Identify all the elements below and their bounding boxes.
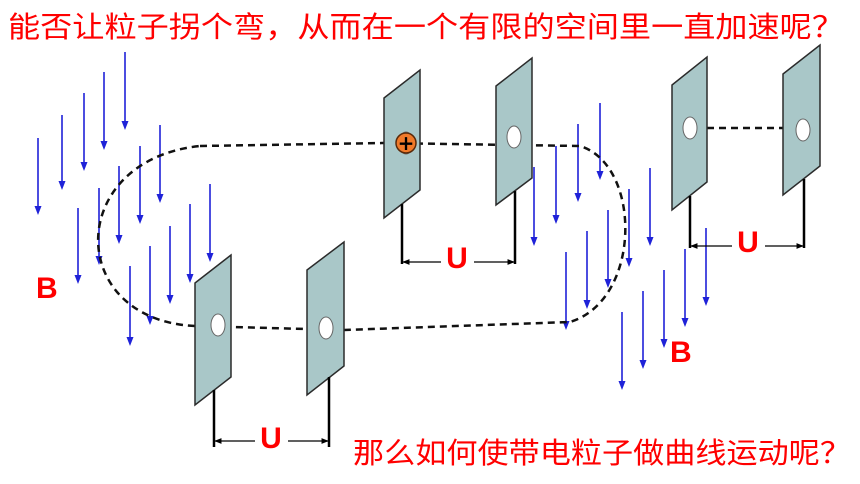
field-arrow-head: [206, 253, 214, 262]
magnetic-field-arrow: [681, 249, 689, 327]
magnetic-field-arrow: [206, 184, 214, 262]
magnetic-field-arrow: [530, 167, 538, 246]
magnetic-field-arrow: [625, 189, 633, 267]
field-arrow-head: [126, 337, 134, 346]
electrode-plate-3: [671, 55, 708, 248]
field-arrow-head: [186, 274, 194, 283]
magnetic-field-label-left: B: [36, 272, 58, 305]
field-arrow-head: [166, 295, 174, 304]
plate-hole: [506, 125, 522, 149]
field-arrow-head: [552, 215, 560, 224]
field-arrow-head: [530, 237, 538, 246]
magnetic-field-arrow: [583, 231, 591, 309]
magnetic-field-arrow: [58, 115, 66, 190]
magnetic-field-label-right: B: [670, 336, 692, 369]
field-arrow-head: [121, 121, 129, 130]
field-arrow-head: [596, 171, 604, 180]
magnetic-field-arrow: [74, 208, 82, 284]
field-arrow-head: [136, 215, 144, 224]
magnetic-field-arrow: [136, 146, 144, 224]
magnetic-field-arrow: [146, 246, 154, 325]
particle-trajectory-loop: [97, 141, 627, 332]
field-arrow-head: [100, 141, 108, 150]
field-arrow-head: [681, 318, 689, 327]
plate-hole: [795, 118, 811, 142]
field-arrow-head: [156, 194, 164, 203]
electrode-plate-2: [495, 56, 533, 264]
field-arrow-head: [660, 339, 668, 348]
voltage-label: U: [446, 242, 468, 275]
plate-hole: [682, 116, 698, 140]
magnetic-field-arrow: [186, 204, 194, 283]
voltage-dimension-top-middle: U: [402, 242, 515, 275]
magnetic-field-arrow: [80, 93, 88, 171]
voltage-label: U: [737, 226, 759, 259]
magnetic-field-arrow: [596, 103, 604, 180]
question-bottom: 那么如何使带电粒子做曲线运动呢？: [353, 436, 851, 470]
magnetic-field-arrow: [604, 210, 612, 288]
electrode-plate-5: [194, 253, 232, 447]
magnetic-field-arrow: [562, 252, 570, 330]
plate-hole: [210, 313, 226, 337]
field-arrow-head: [115, 235, 123, 244]
voltage-label: U: [260, 422, 282, 455]
electrode-plate-6: [306, 240, 345, 447]
field-arrow-head: [58, 181, 66, 190]
field-arrow-head: [74, 275, 82, 284]
field-arrow-head: [625, 258, 633, 267]
magnetic-field-arrow: [126, 266, 134, 346]
voltage-dimension-bottom: U: [214, 422, 329, 455]
field-arrow-head: [646, 237, 654, 246]
magnetic-field-arrow: [166, 226, 174, 304]
field-arrow-head: [702, 297, 710, 306]
magnetic-field-arrow: [639, 291, 647, 369]
magnetic-field-right: [530, 103, 710, 390]
particle-charge-sign: +: [398, 131, 415, 155]
field-arrow-head: [574, 193, 582, 202]
particle-body: [395, 132, 417, 154]
magnetic-field-arrow: [618, 312, 626, 390]
field-arrow-head: [146, 316, 154, 325]
field-arrow-head: [604, 279, 612, 288]
magnetic-field-arrow: [115, 166, 123, 244]
magnetic-field-left: [34, 52, 214, 346]
magnetic-field-arrow: [156, 125, 164, 203]
field-arrow-head: [618, 381, 626, 390]
magnetic-field-arrow: [34, 138, 42, 215]
field-arrow-head: [80, 162, 88, 171]
magnetic-field-arrow: [646, 168, 654, 246]
electrode-plate-4: [782, 43, 821, 248]
field-arrow-head: [34, 206, 42, 215]
magnetic-field-arrow: [702, 228, 710, 306]
electrode-plate-1: [383, 68, 421, 264]
magnetic-field-arrow: [552, 146, 560, 224]
magnetic-field-arrow: [100, 72, 108, 150]
magnetic-field-arrow: [121, 52, 129, 130]
field-arrow-head: [639, 360, 647, 369]
magnetic-field-arrow: [574, 124, 582, 202]
charged-particle: +: [395, 131, 417, 155]
question-top: 能否让粒子拐个弯，从而在一个有限的空间里一直加速呢？: [8, 10, 844, 44]
field-arrow-head: [583, 300, 591, 309]
magnetic-field-arrow: [660, 270, 668, 348]
voltage-dimension-top-right: U: [690, 226, 804, 259]
plate-hole: [318, 316, 334, 340]
